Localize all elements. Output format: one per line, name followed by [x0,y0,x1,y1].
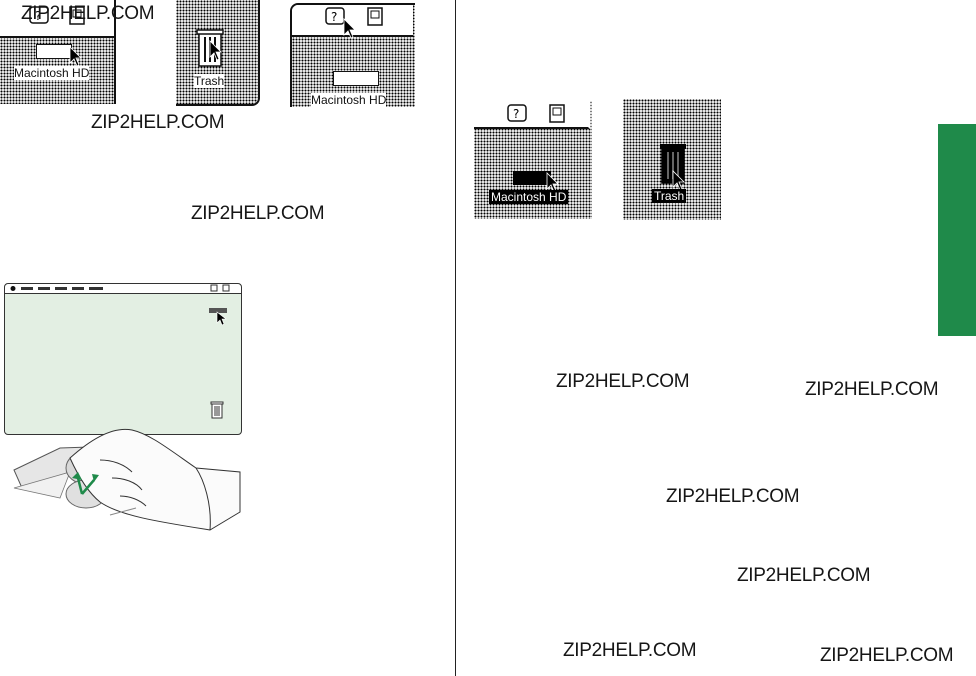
hard-disk-icon[interactable] [36,44,72,59]
help-icon[interactable]: ? [322,6,392,32]
disk-label: Macintosh HD [14,66,90,80]
disk-label-selected: Macintosh HD [489,190,569,204]
watermark: ZIP2HELP.COM [556,371,690,392]
trash-label-selected: Trash [652,189,687,203]
svg-text:?: ? [513,107,519,121]
section-tab [938,124,976,336]
arrow-pointer-icon [343,18,356,39]
svg-text:?: ? [331,10,337,24]
menu-bar [292,5,413,37]
hard-disk-icon[interactable] [209,308,227,313]
help-icon[interactable]: ? [28,5,88,31]
hard-disk-icon[interactable] [333,71,379,86]
menu-bar [0,0,114,36]
watermark: ZIP2HELP.COM [805,379,939,400]
panel-edge [114,0,116,104]
watermark: ZIP2HELP.COM [91,112,225,133]
column-divider [455,0,456,676]
watermark: ZIP2HELP.COM [191,203,325,224]
arrow-pointer-icon [209,40,222,61]
trash-label: Trash [194,74,225,88]
svg-text:?: ? [35,9,41,23]
menu-bar [474,101,590,129]
watermark: ZIP2HELP.COM [666,486,800,507]
disk-label: Macintosh HD [311,93,387,107]
watermark: ZIP2HELP.COM [737,565,871,586]
desktop-screen [4,283,242,435]
trash-icon[interactable] [210,401,224,419]
arrow-pointer-icon [69,46,82,67]
help-icon[interactable]: ? [504,103,574,127]
watermark: ZIP2HELP.COM [820,645,954,666]
menu-bar-border [0,36,114,38]
watermark: ZIP2HELP.COM [21,3,155,24]
watermark: ZIP2HELP.COM [563,640,697,661]
menu-bar [5,284,241,294]
arrow-pointer-icon [216,311,227,326]
hand-on-trackpad-illustration [13,428,241,531]
